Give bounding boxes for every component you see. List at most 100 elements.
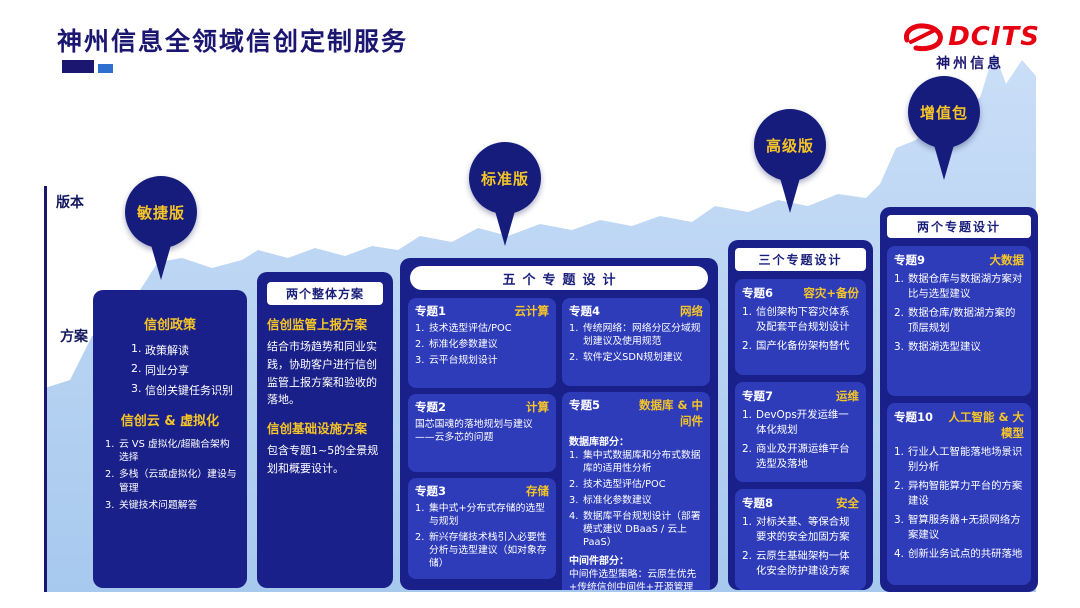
topic-card-storage: 专题3 存储 集中式+分布式存储的选型与规划 新兴存储技术栈引入必要性分析与选型… [408,478,556,579]
topic-name: 人工智能 & 大模型 [948,410,1024,440]
version-pin-advanced: 高级版 [754,109,826,213]
column-standard: 五个专题设计 专题1 云计算 技术选型评估/POC 标准化参数建议 云平台规划设… [400,258,718,590]
topic-label: 专题10 [894,410,934,424]
version-pin-standard: 标准版 [469,142,541,246]
company-logo: DCITS 神州信息 [900,22,1040,73]
list-item: 政策解读 [131,342,189,357]
list-item: 信创架构下容灾体系及配套平台规划设计 [742,305,850,333]
pin-circle: 敏捷版 [125,176,197,248]
pin-circle: 增值包 [908,76,980,148]
topic-subheading: 中间件部分： [569,556,629,568]
list-item: 对标关基、等保合规要求的安全加固方案 [742,515,850,543]
logo-brand-text: DCITS [948,22,1040,52]
topic-label: 专题5 [569,398,601,412]
column-value-pack: 两个专题设计 专题9 大数据 数据仓库与数据湖方案对比与选型建议 数据仓库/数据… [880,207,1038,592]
topic-name: 大数据 [989,253,1025,267]
col3-right-stack: 专题4 网络 传统网络：网络分区分域规划建议及使用规范 软件定义SDN规划建议 … [562,298,710,590]
pin-circle: 高级版 [754,109,826,181]
section-title: 信创云 & 虚拟化 [120,414,220,429]
topic-name: 运维 [836,389,859,403]
page-title: 神州信息全领域信创定制服务 [57,27,409,56]
topic-name: 存储 [526,484,549,498]
list-item: 标准化参数建议 [569,494,652,508]
list-item: 新兴存储技术栈引入必要性分析与选型建议（如对象存储） [415,531,547,569]
list-item: 信创关键任务识别 [131,382,233,397]
title-bar-blue [98,64,113,73]
topic-name: 数据库 & 中间件 [638,398,703,428]
topic-card-ops: 专题7 运维 DevOps开发运维一体化规划 商业及开源运维平台选型及落地 [735,382,866,483]
list-item: 同业分享 [131,362,189,377]
dcits-swoosh-icon [904,23,944,52]
column-header-pill: 两个整体方案 [267,282,383,305]
list-item: 云 VS 虚拟化/超融合架构选择 [105,438,230,464]
axis-label-version: 版本 [56,195,84,211]
topic-label: 专题4 [569,304,601,318]
section-title: 信创监管上报方案 [267,317,368,332]
section-title: 信创基础设施方案 [267,421,368,437]
title-bar-navy [62,60,94,73]
topic-card-database-middleware: 专题5 数据库 & 中间件 数据库部分： 集中式数据库和分布式数据库的适用性分析… [562,392,710,590]
list-item: 创新业务试点的共研落地 [894,547,1023,561]
topic-label: 专题9 [894,253,926,267]
topic-card-cloud-computing: 专题1 云计算 技术选型评估/POC 标准化参数建议 云平台规划设计 [408,298,556,388]
list-item: 多栈（云或虚拟化）建设与管理 [105,468,237,494]
topic-card-security: 专题8 安全 对标关基、等保合规要求的安全加固方案 云原生基础架构一体化安全防护… [735,489,866,590]
section-body: 结合市场趋势和同业实践，协助客户进行信创监管上报方案和验收的落地。 [267,340,377,407]
topic-label: 专题8 [742,496,774,511]
topic-label: 专题6 [742,286,774,300]
topic-card-network: 专题4 网络 传统网络：网络分区分域规划建议及使用规范 软件定义SDN规划建议 [562,298,710,386]
topic-name: 安全 [836,496,859,511]
version-pin-agile: 敏捷版 [125,176,197,280]
list-item: 软件定义SDN规划建议 [569,351,683,365]
column-header-pill: 三个专题设计 [735,248,866,271]
column-header-pill: 五个专题设计 [410,266,708,290]
section-body: 包含专题1~5的全景规划和概要设计。 [267,444,379,476]
topic-body: 中间件选型策略：云原生优先+传统信创中间件+开源管理 [569,569,697,590]
topic-card-big-data: 专题9 大数据 数据仓库与数据湖方案对比与选型建议 数据仓库/数据湖方案的顶层规… [887,246,1031,396]
version-pin-value-pack: 增值包 [908,76,980,180]
pin-tail [149,238,173,280]
column-header-pill: 两个专题设计 [887,215,1031,238]
column-agile: 信创政策 政策解读 同业分享 信创关键任务识别 信创云 & 虚拟化 云 VS 虚… [93,290,247,588]
logo-company-name: 神州信息 [936,56,1005,72]
list-item: 数据仓库与数据湖方案对比与选型建议 [894,272,1023,300]
list-item: 云平台规划设计 [415,354,498,368]
topic-card-ai-llm: 专题10 人工智能 & 大模型 行业人工智能落地场景识别分析 异构智能算力平台的… [887,403,1031,585]
topic-label: 专题1 [415,304,447,318]
topic-name: 计算 [526,400,549,414]
list-item: 集中式+分布式存储的选型与规划 [415,503,545,527]
pin-tail [932,138,956,180]
list-item: 集中式数据库和分布式数据库的适用性分析 [569,450,701,474]
topic-name: 网络 [680,304,703,318]
list-item: DevOps开发运维一体化规划 [742,408,849,436]
list-item: 技术选型评估/POC [569,478,666,492]
topic-name: 容灾+备份 [803,286,859,300]
list-item: 传统网络：网络分区分域规划建议及使用规范 [569,323,701,347]
list-item: 智算服务器+无损网络方案建议 [894,513,1021,541]
list-item: 数据湖选型建议 [894,340,981,354]
pin-tail [778,171,802,213]
topic-body: 国芯国魂的落地规划与建议——云多芯的问题 [415,419,533,443]
topic-name: 云计算 [514,304,550,318]
topic-label: 专题2 [415,400,447,414]
topic-card-dr-backup: 专题6 容灾+备份 信创架构下容灾体系及配套平台规划设计 国产化备份架构替代 [735,279,866,375]
list-item: 异构智能算力平台的方案建设 [894,479,1023,507]
pin-tail [493,204,517,246]
list-item: 商业及开源运维平台选型及落地 [742,442,850,470]
axis-line [44,186,47,592]
list-item: 国产化备份架构替代 [742,339,850,353]
col3-left-stack: 专题1 云计算 技术选型评估/POC 标准化参数建议 云平台规划设计 专题2 计… [408,298,556,590]
axis-label-plan: 方案 [60,329,88,345]
list-item: 行业人工智能落地场景识别分析 [894,445,1023,473]
column-overall-plans: 两个整体方案 信创监管上报方案 结合市场趋势和同业实践，协助客户进行信创监管上报… [257,272,393,588]
topic-card-compute: 专题2 计算 国芯国魂的落地规划与建议——云多芯的问题 [408,394,556,472]
list-item: 标准化参数建议 [415,338,498,352]
title-decoration [62,60,113,79]
list-item: 数据库平台规划设计（部署模式建议 DBaaS / 云上PaaS） [569,510,701,548]
list-item: 云原生基础架构一体化安全防护建设方案 [742,549,850,577]
section-title: 信创政策 [143,318,196,333]
list-item: 关键技术问题解答 [105,499,198,512]
pin-circle: 标准版 [469,142,541,214]
list-item: 技术选型评估/POC [415,323,512,336]
